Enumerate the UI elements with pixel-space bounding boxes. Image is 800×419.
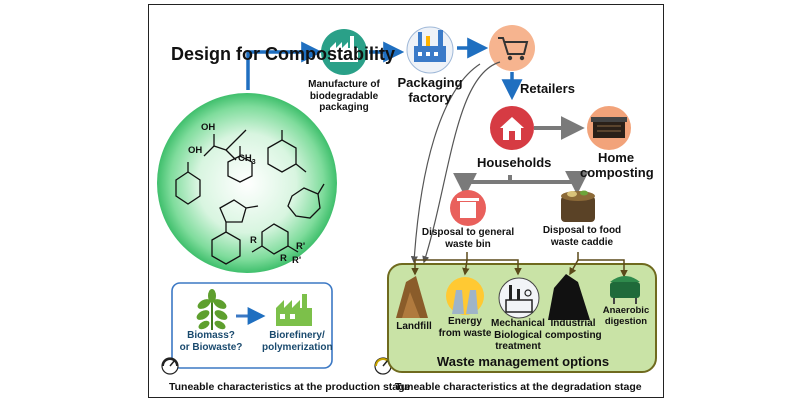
retail-to-landfill-curve — [422, 61, 501, 264]
general-bin-label: Disposal to general waste bin — [421, 227, 515, 250]
oh-label-2: OH — [201, 122, 216, 133]
r-label-2: R — [280, 253, 287, 264]
industrial-composting-label: Industrial composting — [545, 318, 602, 341]
packaging-factory-icon — [406, 26, 454, 74]
households-label: Households — [477, 155, 552, 170]
ch3-text: CH — [238, 153, 252, 164]
biorefinery-icon — [276, 294, 312, 326]
mechanical-biological-icon — [498, 277, 540, 319]
packaging-factory-label: Packaging factory — [397, 75, 463, 105]
oh-label-1: OH — [188, 145, 203, 156]
r-prime-label-2: R' — [292, 255, 302, 266]
manufacture-label: Manufacture of biodegradable packaging — [308, 79, 380, 113]
waste-bin-icon — [450, 190, 486, 226]
leaf-icon — [196, 289, 228, 330]
anaerobic-digestion-label: Anaerobic digestion — [602, 305, 650, 327]
production-box — [171, 282, 333, 369]
energy-from-waste-icon — [446, 277, 484, 315]
home-composting-label: Home composting — [580, 150, 654, 180]
house-icon — [490, 106, 534, 150]
food-caddie-label: Disposal to food waste caddie — [542, 225, 622, 248]
mechanical-biological-label: Mechanical Biological treatment — [491, 318, 545, 352]
monomer-sphere — [157, 93, 337, 273]
production-caption: Tuneable characteristics at the producti… — [169, 381, 411, 393]
waste-options-title: Waste management options — [436, 354, 610, 369]
waste-distribution-lines — [411, 252, 628, 278]
food-caddie-icon — [561, 190, 595, 222]
household-to-caddie-arrow — [510, 170, 589, 195]
r-label-1: R — [250, 235, 257, 246]
degradation-caption: Tuneable characteristics at the degradat… — [395, 381, 642, 393]
energy-from-waste-label: Energy from waste — [438, 316, 492, 339]
household-to-bin-arrow — [453, 172, 512, 197]
design-title: Design for Compostability — [171, 44, 396, 64]
production-gauge-icon — [161, 357, 179, 375]
ch3-subscript: 3 — [251, 158, 256, 166]
landfill-label: Landfill — [396, 321, 432, 332]
compost-bin-icon — [587, 106, 631, 150]
anaerobic-digestion-icon — [610, 276, 640, 304]
biorefinery-label: Biorefinery/ polymerization — [262, 330, 333, 353]
factory-to-landfill-curve — [410, 63, 481, 264]
landfill-icon — [396, 276, 428, 318]
retailers-label: Retailers — [520, 81, 575, 96]
figure-frame — [148, 4, 664, 398]
biomass-label: Biomass? or Biowaste? — [179, 330, 243, 353]
design-to-manufacture-arrow — [246, 41, 323, 90]
ch3-label: CH3 — [238, 153, 256, 167]
manufacture-factory-icon — [321, 29, 367, 75]
r-prime-label-1: R' — [296, 241, 306, 252]
shopping-cart-icon — [489, 25, 535, 71]
industrial-composting-icon — [548, 274, 590, 320]
